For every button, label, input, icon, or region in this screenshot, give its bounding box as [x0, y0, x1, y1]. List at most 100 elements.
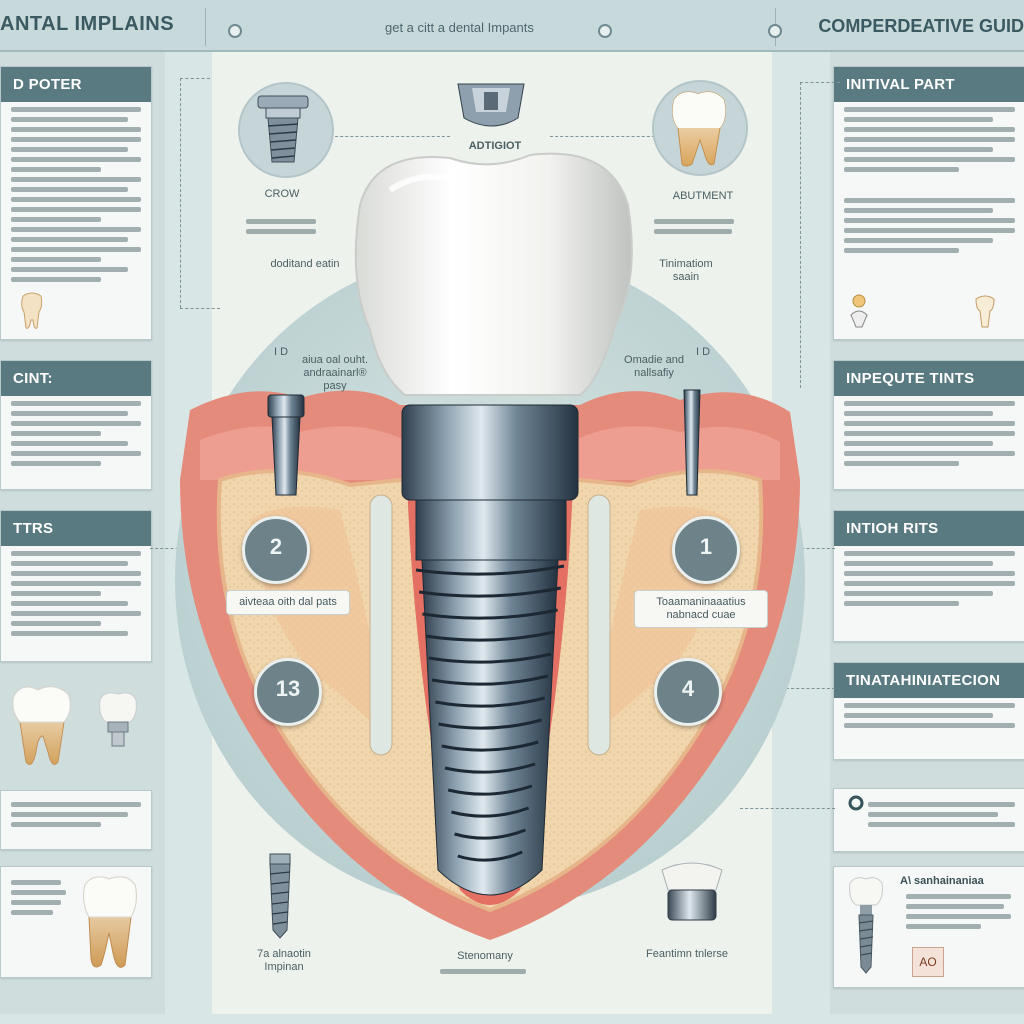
abutment-note — [644, 214, 744, 239]
tooth-icon — [21, 292, 43, 329]
left-card-2: CINT: — [0, 360, 152, 490]
thread-ridge — [428, 652, 552, 664]
id-right-label: I D — [695, 346, 711, 358]
bottom-center-note — [430, 964, 540, 979]
header-divider — [205, 8, 206, 46]
tag-right: Toaamaninaaatius nabnacd cuae — [634, 590, 768, 628]
thread-ridge — [431, 674, 549, 686]
side-left-label: aiua oal ouht. andraainarl® pasy — [301, 354, 369, 392]
side-right-label: Omadie and nallsafiy — [624, 354, 684, 379]
connector-line — [180, 78, 210, 79]
abutment-top-label: ADTIGIOT — [468, 140, 522, 152]
badge-label: AO — [912, 947, 944, 977]
thread-ridge — [435, 696, 546, 708]
right-card-2-body — [834, 401, 1024, 466]
step-bubble: 4 — [654, 658, 722, 726]
header-right-title: COMPERDEATIVE GUID — [818, 16, 1024, 36]
left-card-1-title: D POTER — [1, 67, 151, 102]
thread-ridge — [415, 564, 565, 576]
step-bubble: 13 — [254, 658, 322, 726]
dotted-right-label: Tinimatiom saain — [659, 258, 713, 283]
connector-line — [740, 808, 835, 809]
crown-note — [236, 214, 326, 239]
step-bubble: 1 — [672, 516, 740, 584]
step-bubble: 2 — [242, 516, 310, 584]
left-card-1-body — [1, 107, 151, 282]
header-dot-icon — [598, 24, 612, 38]
right-card-4-title: TINATAHINIATECION — [834, 663, 1024, 698]
implant-with-crown-icon — [849, 877, 883, 974]
thread-ridge — [438, 718, 542, 730]
tooth-icon — [975, 295, 995, 328]
dotted-left-label: doditand eatin — [270, 258, 340, 270]
premolar-tooth-icon — [83, 876, 137, 968]
left-card-5 — [0, 866, 152, 978]
left-card-2-body — [1, 401, 151, 466]
bottom-implant-icon — [269, 853, 291, 939]
right-card-2-title: INPEQUTE TINTS — [834, 361, 1024, 396]
thread-ridge — [457, 850, 523, 862]
connector-line — [180, 78, 181, 308]
right-card-3-body — [834, 551, 1024, 606]
right-card-3-title: INTIOH RITS — [834, 511, 1024, 546]
right-card-2: INPEQUTE TINTS — [833, 360, 1024, 490]
right-card-1-title: INITIVAL PART — [834, 67, 1024, 102]
dental-crown — [354, 152, 633, 396]
bottom-right-label: Feantimn tnlerse — [646, 948, 728, 960]
right-card-3: INTIOH RITS — [833, 510, 1024, 642]
left-card-3-title: TTRS — [1, 511, 151, 546]
left-card-1: D POTER — [0, 66, 152, 340]
thread-ridge — [425, 630, 555, 642]
implant-threads — [415, 564, 565, 862]
connector-line — [180, 308, 220, 309]
tooth-icon — [850, 294, 868, 328]
right-card-6-body — [896, 889, 1021, 934]
abutment-right-label: ABUTMENT — [672, 190, 734, 202]
header-left-title: ANTAL IMPLAINS — [0, 13, 175, 35]
id-left-label: I D — [273, 346, 289, 358]
left-card-3: TTRS — [0, 510, 152, 662]
connector-line — [740, 688, 835, 689]
thread-ridge — [450, 806, 530, 818]
right-card-1-body — [834, 107, 1024, 253]
thread-ridge — [422, 608, 558, 620]
right-mini-implant — [683, 389, 701, 496]
thread-ridge — [419, 586, 562, 598]
right-card-5 — [833, 788, 1024, 852]
left-card-3-body — [1, 551, 151, 636]
right-card-6-heading: A\ sanhainaniaa — [900, 875, 984, 887]
implant-cross-section — [175, 152, 805, 941]
left-card-2-title: CINT: — [1, 361, 151, 396]
molar-tooth-icon — [12, 686, 71, 765]
header-center-text: get a citt a dental Impants — [385, 20, 534, 35]
bone-canal — [587, 494, 611, 756]
connector-line — [550, 136, 660, 137]
thread-ridge — [441, 740, 539, 752]
implant-crown-icon — [99, 692, 137, 747]
thread-ridge — [454, 828, 526, 840]
right-card-6: A\ sanhainaniaa AO — [833, 866, 1024, 988]
abutment-top-icon — [457, 83, 525, 127]
connector-line — [800, 82, 840, 83]
bottom-left-label: 7a alnaotin Impinan — [257, 948, 311, 973]
header-dot-icon — [228, 24, 242, 38]
left-card-4 — [0, 790, 152, 850]
right-card-4: TINATAHINIATECION — [833, 662, 1024, 760]
natural-tooth-icon — [672, 91, 726, 167]
left-mini-implant — [267, 394, 305, 496]
bottom-center-label: Stenomany — [457, 950, 513, 962]
tag-left: aivteaa oith dal pats — [226, 590, 350, 615]
connector-line — [800, 82, 801, 388]
header-dot-icon — [768, 24, 782, 38]
crown-label: CROW — [264, 188, 300, 200]
info-circle-icon — [848, 795, 864, 811]
header-bar: ANTAL IMPLAINS get a citt a dental Impan… — [0, 0, 1024, 52]
connector-line — [330, 136, 450, 137]
thread-ridge — [444, 762, 536, 774]
thread-ridge — [447, 784, 533, 796]
bottom-abutment-icon — [661, 862, 723, 921]
implant-abutment-icon — [257, 95, 309, 163]
right-card-4-body — [834, 703, 1024, 728]
implant-screw — [401, 404, 579, 896]
right-card-1: INITIVAL PART — [833, 66, 1024, 340]
